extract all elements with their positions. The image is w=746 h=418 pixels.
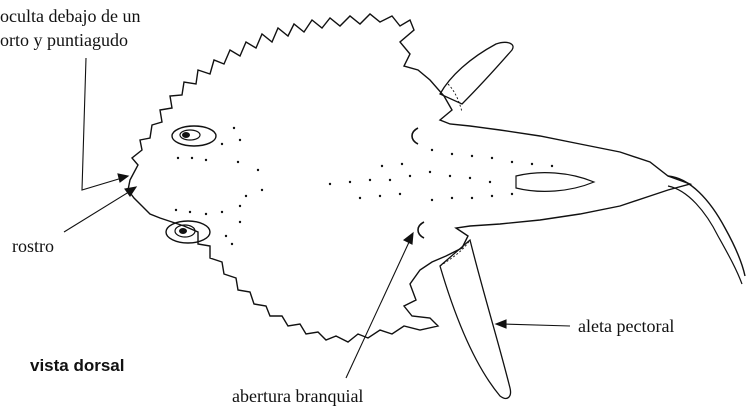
pectoral-fin xyxy=(440,240,511,398)
tail-filament-inner xyxy=(668,186,742,284)
label-vista-dorsal: vista dorsal xyxy=(30,356,125,376)
lower-eye xyxy=(166,221,210,243)
tail-filament xyxy=(668,176,745,276)
tail-marking xyxy=(516,173,594,192)
spinule-marks xyxy=(175,127,553,245)
label-abertura-branquial: abertura branquial xyxy=(232,386,363,406)
dorsal-fin xyxy=(440,42,513,104)
upper-eye xyxy=(172,126,216,146)
body-outline xyxy=(128,14,690,342)
label-aleta-pectoral: aleta pectoral xyxy=(578,316,674,336)
gill-opening-lower xyxy=(418,222,424,238)
label-rostro: rostro xyxy=(12,236,54,256)
top-note-line1: oculta debajo de un xyxy=(0,6,140,26)
gill-opening-upper xyxy=(412,128,418,144)
top-note-line2: orto y puntiagudo xyxy=(0,30,128,50)
